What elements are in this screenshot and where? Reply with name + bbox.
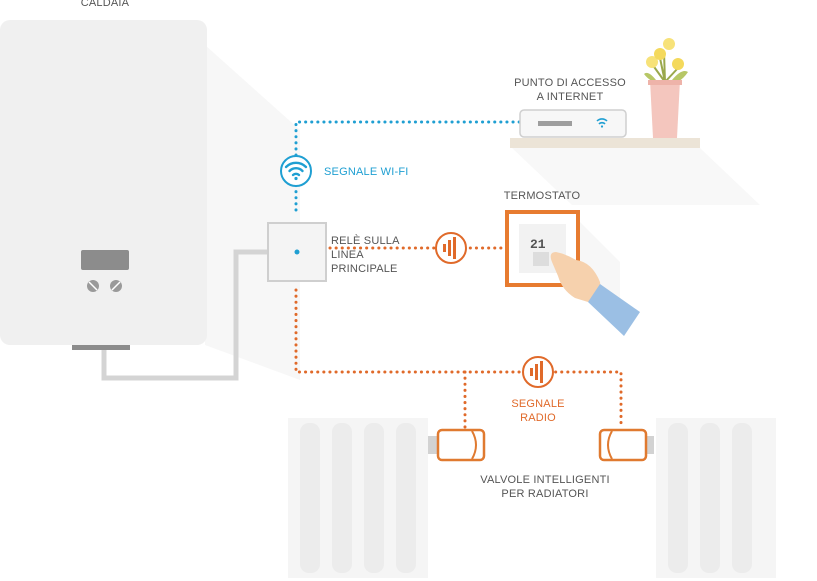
internet-router xyxy=(519,109,627,138)
boiler-display xyxy=(81,250,129,270)
wifi-icon xyxy=(280,155,312,187)
boiler xyxy=(0,20,300,380)
smart-valve-left xyxy=(428,428,486,462)
radiator-right xyxy=(656,418,776,578)
hand-icon xyxy=(550,252,640,336)
smart-valve-right xyxy=(598,428,654,462)
radio-signal-icon xyxy=(522,356,554,388)
relay-valves-radio-link xyxy=(294,288,623,430)
boiler-base xyxy=(72,345,130,350)
radio-signal-icon xyxy=(435,232,467,264)
boiler-relay-pipe xyxy=(101,249,268,381)
flower-pot-icon xyxy=(644,38,688,138)
smart-valves-label: VALVOLE INTELLIGENTI PER RADIATORI xyxy=(480,474,610,500)
radio-signal-label: SEGNALE RADIO xyxy=(511,398,565,424)
radiator-left xyxy=(288,418,428,578)
relay-box xyxy=(267,222,327,282)
thermostat-display: 21 xyxy=(530,237,546,252)
access-point-label: PUNTO DI ACCESSO A INTERNET xyxy=(514,77,626,103)
relay-label: RELÈ SULLA LINEA PRINCIPALE xyxy=(331,235,400,275)
boiler-label: CALDAIA xyxy=(80,0,130,9)
shelf xyxy=(510,138,760,205)
thermostat-label: TERMOSTATO xyxy=(503,190,581,202)
wifi-signal-label: SEGNALE WI-FI xyxy=(324,166,409,178)
